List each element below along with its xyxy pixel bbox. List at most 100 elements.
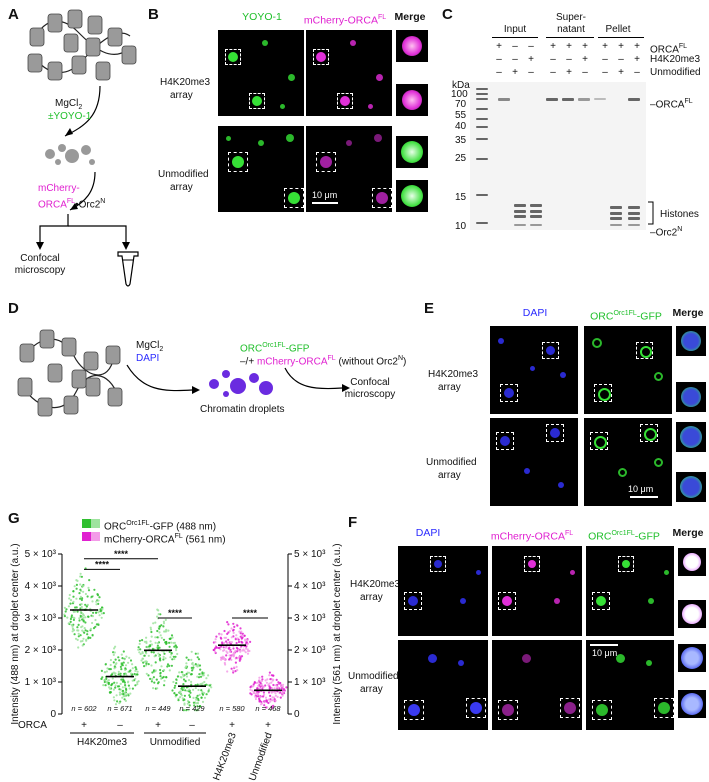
data-point: [203, 680, 206, 684]
data-point: [198, 664, 202, 667]
data-point: [152, 622, 155, 625]
data-point: [170, 641, 173, 644]
data-point: [121, 657, 124, 660]
data-point: [143, 654, 146, 657]
data-point: [178, 671, 181, 674]
data-point: [159, 672, 162, 675]
marker-40: 40: [455, 121, 467, 132]
data-point: [188, 690, 191, 693]
data-point: [88, 579, 91, 582]
arrow-a2: [69, 171, 96, 211]
data-point: [254, 695, 257, 698]
data-point: [103, 680, 106, 684]
data-point: [261, 695, 265, 698]
data-point: [205, 693, 208, 696]
data-point: [270, 699, 273, 702]
data-point: [131, 663, 134, 666]
col-label-f4: Merge: [672, 527, 704, 539]
panel-label-a: A: [8, 6, 19, 23]
data-point: [272, 674, 275, 677]
data-point: [228, 630, 231, 633]
data-point: [163, 679, 166, 682]
data-point: [87, 615, 90, 618]
data-point: [188, 704, 191, 707]
data-point: [257, 684, 260, 687]
data-point: [190, 658, 193, 661]
data-point: [129, 669, 132, 672]
data-point: [227, 638, 230, 641]
data-point: [137, 646, 140, 649]
data-point: [210, 686, 213, 689]
data-point: [258, 695, 261, 699]
data-point: [79, 640, 82, 643]
merge-b-un-2: [396, 180, 428, 212]
data-point: [249, 688, 252, 691]
row-label-c1: ORCAFL: [650, 43, 688, 56]
orca-row-label: ORCA: [18, 720, 47, 731]
data-point: [82, 590, 85, 593]
data-point: [237, 638, 240, 641]
data-point: [165, 630, 168, 633]
data-point: [272, 683, 275, 687]
data-point: [222, 646, 225, 649]
merge-e-un-1: [676, 422, 706, 452]
col-label-b3: Merge: [394, 11, 426, 23]
data-point: [91, 621, 94, 625]
data-point: [165, 640, 168, 644]
data-point: [139, 648, 142, 651]
sign-cell: +: [496, 41, 502, 52]
data-point: [187, 658, 190, 661]
data-point: [85, 605, 88, 608]
data-point: [178, 690, 181, 693]
data-point: [78, 592, 81, 595]
data-point: [232, 628, 235, 631]
data-point: [105, 670, 108, 673]
data-point: [113, 672, 116, 675]
data-point: [72, 595, 75, 598]
data-point: [232, 654, 236, 657]
data-point: [123, 691, 126, 694]
group-label-un-mag: Unmodified: [247, 731, 275, 782]
data-point: [203, 691, 206, 695]
y-tick-label-right: 3 × 10³: [294, 613, 326, 624]
data-point: [159, 634, 162, 637]
data-point: [259, 703, 263, 706]
data-point: [79, 634, 82, 637]
data-point: [260, 679, 263, 683]
col-label-f3: ORCOrc1FL-GFP: [588, 530, 660, 543]
data-point: [279, 684, 282, 688]
data-point: [252, 691, 255, 694]
data-point: [244, 647, 248, 650]
data-point: [187, 679, 191, 682]
y-tick-label-left: 0: [50, 709, 56, 720]
data-point: [168, 641, 171, 644]
panel-label-g: G: [8, 510, 20, 527]
data-point: [79, 583, 82, 586]
data-point: [264, 679, 267, 682]
data-point: [188, 671, 191, 674]
data-point: [259, 685, 262, 688]
data-point: [152, 651, 155, 654]
data-point: [106, 667, 109, 670]
data-point: [269, 686, 272, 689]
micrograph-b-orca-un: 10 μm: [306, 126, 392, 212]
data-point: [134, 669, 137, 672]
data-point: [114, 663, 117, 666]
data-point: [141, 657, 144, 660]
data-point: [127, 661, 130, 664]
data-point: [141, 639, 144, 642]
data-point: [247, 650, 250, 653]
sign-cell: +: [602, 41, 608, 52]
arrow-d1: [126, 364, 200, 394]
data-point: [145, 636, 148, 639]
data-point: [239, 627, 242, 630]
data-point: [270, 681, 273, 684]
merge-f-un-2: [678, 690, 706, 718]
data-point: [244, 638, 247, 641]
tube-icon: [117, 251, 139, 287]
data-point: [221, 655, 224, 658]
data-point: [75, 606, 78, 609]
data-point: [117, 670, 120, 673]
data-point: [73, 585, 76, 588]
